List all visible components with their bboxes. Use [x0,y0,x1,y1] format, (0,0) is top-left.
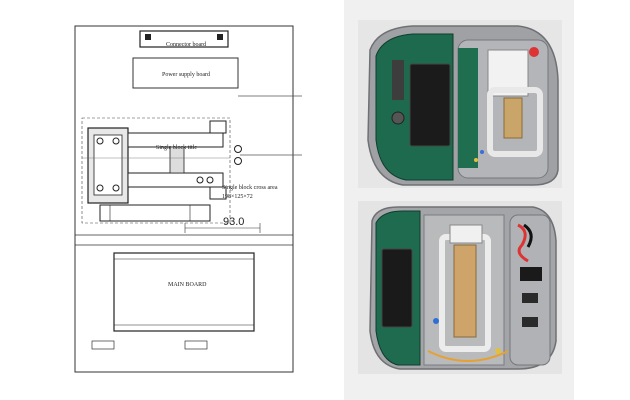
foot-right [184,340,208,350]
power-supply-board-rect [132,57,239,89]
foot-left [91,340,115,350]
connector-board-label: Connector board [166,42,206,48]
drawing-svg: Connector board Power supply board [74,25,302,373]
technical-drawing: Connector board Power supply board [70,23,325,378]
cross-area-dims-label: 198×125×72 [222,194,253,200]
photos-panel: 8.8.8.8.8.8 8.8.8.8.8 [344,0,574,400]
connector-pin [145,34,151,40]
photo-bottom: 8.8.8.8.8 [358,201,562,374]
power-supply-board-label: Power supply board [162,72,210,78]
connector-pin [217,34,223,40]
connector-board-rect [139,30,229,48]
photo-top-svg: 8.8.8.8.8.8 [358,20,562,188]
main-board-label: MAIN BOARD [168,282,207,288]
single-block-cross-area-label: Single block cross area [222,185,278,191]
single-block-mechanism [81,117,242,224]
photo-top: 8.8.8.8.8.8 [358,20,562,188]
single-block-title-label: Single block title [156,145,197,151]
enclosure-outline [74,25,294,373]
photo-bottom-svg: 8.8.8.8.8 [358,201,562,374]
main-board-rect [113,252,255,332]
dimension-value: 93.0 [223,216,244,228]
dimension-line [184,223,261,233]
